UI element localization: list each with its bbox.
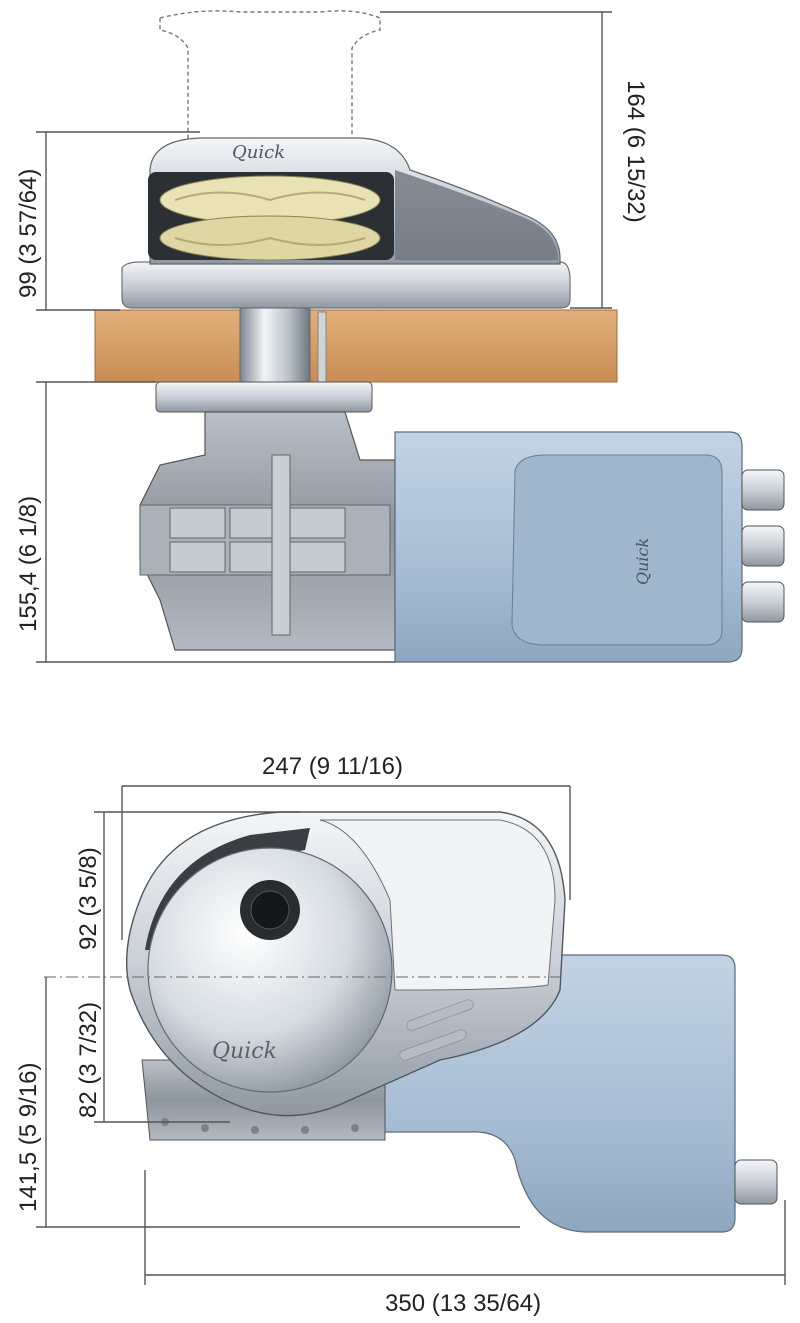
- plan-view: Quick 247 (9 11/16) 92 (3 5/8) 82 (3 7/3…: [15, 753, 786, 1317]
- dim-below-deck: 155,4 (6 1/8): [15, 496, 42, 632]
- motor-logo: Quick: [633, 538, 652, 585]
- drum-logo: Quick: [212, 1039, 277, 1064]
- dim-gypsy-width: 247 (9 11/16): [262, 753, 403, 780]
- dim-deck-height: 99 (3 57/64): [15, 169, 42, 298]
- hood-logo: Quick: [232, 142, 285, 163]
- dim-total-depth: 141,5 (5 9/16): [15, 1063, 42, 1212]
- cable-glands-side: [741, 469, 785, 623]
- drum: [147, 847, 393, 1093]
- plan-hood-cap: [319, 819, 556, 991]
- dim-aft-offset: 82 (3 7/32): [75, 1002, 102, 1118]
- dim-overall-height: 164 (6 15/32): [622, 80, 649, 223]
- deck-plank: [94, 309, 618, 383]
- dim-forward-offset: 92 (3 5/8): [75, 847, 102, 950]
- flange: [155, 381, 373, 413]
- dashed-handle-outline: [159, 10, 381, 141]
- cable-gland-plan: [734, 1159, 778, 1205]
- base-plate: [121, 261, 571, 309]
- side-view: Quick Quick 164 (6: [15, 10, 785, 663]
- dim-overall-length: 350 (13 35/64): [385, 1290, 541, 1317]
- motor-cover: [511, 454, 723, 646]
- hood-shadow: [395, 170, 558, 260]
- shaft: [239, 307, 311, 393]
